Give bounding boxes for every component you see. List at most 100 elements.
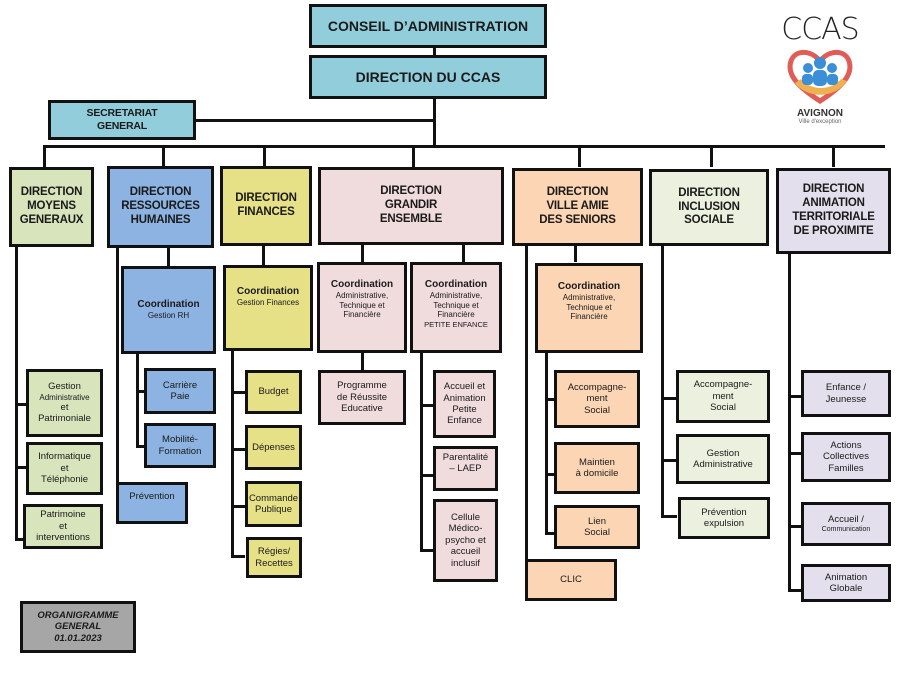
secretariat-general-label: SECRETARIAT GENERAL	[86, 107, 158, 132]
connector	[15, 245, 18, 540]
direction-ccas-box[interactable]: DIRECTION DU CCAS	[309, 55, 547, 99]
connector	[578, 145, 581, 167]
service-lien-social[interactable]: Lien Social	[554, 505, 640, 549]
connector	[162, 145, 165, 167]
service-label: Mobilité- Formation	[158, 434, 202, 457]
service-label: Commande Publique	[248, 492, 299, 515]
coordination-title: Coordination	[236, 286, 300, 297]
direction-ville-amie-seniors[interactable]: DIRECTION VILLE AMIE DES SENIORS	[512, 168, 643, 246]
connector	[788, 589, 802, 592]
service-label: Prévention expulsion	[701, 506, 747, 529]
service-clic[interactable]: CLIC	[525, 559, 617, 601]
service-parentalite-laep[interactable]: Parentalité – LAEP	[433, 446, 498, 491]
connector	[545, 352, 548, 534]
service-commande-publique[interactable]: Commande Publique	[245, 481, 302, 527]
connector	[661, 459, 677, 462]
heart-people-icon	[787, 49, 853, 104]
coordination-title: Coordination	[424, 279, 488, 290]
service-gestion-administrative-patrimoniale[interactable]: Gestion Administrative et Patrimoniale	[26, 369, 103, 437]
service-accueil-communication[interactable]: Accueil / Communication	[801, 502, 891, 546]
logo-name: CCAS	[781, 12, 859, 47]
service-label: Régies/ Recettes	[255, 546, 293, 569]
service-label: Programme de Réussite Educative	[336, 380, 388, 415]
service-cellule-medico-psycho[interactable]: Cellule Médico- psycho et accueil inclus…	[433, 499, 498, 582]
service-label: Maintien à domicile	[575, 456, 619, 479]
connector	[420, 351, 423, 551]
coordination-title: Coordination	[557, 281, 621, 292]
connector	[788, 452, 802, 455]
connector	[420, 404, 434, 407]
connector	[661, 397, 677, 400]
coordination-subtitle: Gestion Finances	[236, 298, 300, 307]
service-regies-recettes[interactable]: Régies/ Recettes	[246, 537, 302, 578]
connector	[545, 473, 556, 476]
service-label: et Patrimoniale	[38, 402, 91, 425]
service-budget[interactable]: Budget	[245, 370, 302, 414]
service-programme-reussite-educative[interactable]: Programme de Réussite Educative	[318, 370, 406, 425]
connector	[433, 97, 436, 147]
service-maintien-domicile[interactable]: Maintien à domicile	[554, 442, 640, 494]
service-label: Actions Collectives Familles	[823, 439, 869, 474]
coordination-subtitle: Administrative, Technique et Financière	[335, 291, 389, 320]
direction-finances[interactable]: DIRECTION FINANCES	[220, 166, 312, 246]
coordination-seniors[interactable]: Coordination Administrative, Technique e…	[535, 263, 643, 353]
connector	[15, 466, 27, 469]
conseil-administration-box[interactable]: CONSEIL D’ADMINISTRATION	[309, 4, 547, 48]
service-enfance-jeunesse[interactable]: Enfance / Jeunesse	[801, 370, 891, 417]
service-animation-globale[interactable]: Animation Globale	[801, 564, 891, 602]
direction-seniors-title: DIRECTION VILLE AMIE DES SENIORS	[539, 186, 616, 226]
service-accompagnement-social-seniors[interactable]: Accompagne- ment Social	[554, 370, 640, 428]
connector	[433, 47, 436, 57]
secretariat-general-box[interactable]: SECRETARIAT GENERAL	[48, 100, 196, 140]
connector	[788, 395, 802, 398]
connector	[136, 445, 145, 448]
service-prevention-rh[interactable]: Prévention	[116, 482, 188, 524]
service-label: Gestion	[48, 381, 81, 393]
logo-tagline: Ville d'exception	[798, 119, 842, 125]
connector	[231, 448, 245, 451]
connector	[412, 145, 415, 167]
direction-inclusion-sociale[interactable]: DIRECTION INCLUSION SOCIALE	[649, 169, 769, 246]
service-label: Patrimoine et interventions	[36, 509, 90, 544]
connector	[462, 243, 465, 263]
connector	[196, 119, 436, 122]
service-accueil-animation-petite-enfance[interactable]: Accueil et Animation Petite Enfance	[433, 370, 496, 438]
connector	[116, 248, 119, 490]
service-depenses[interactable]: Dépenses	[245, 425, 302, 470]
coordination-gestion-finances[interactable]: Coordination Gestion Finances	[223, 265, 313, 351]
service-label: CLIC	[560, 574, 582, 586]
coordination-title: Coordination	[330, 279, 394, 290]
connector	[832, 145, 835, 167]
service-gestion-administrative[interactable]: Gestion Administrative	[676, 434, 770, 484]
service-patrimoine-interventions[interactable]: Patrimoine et interventions	[23, 504, 103, 549]
connector	[525, 245, 528, 570]
organigramme-date-label: ORGANIGRAMME GENERAL 01.01.2023	[20, 601, 136, 653]
direction-grandir-ensemble[interactable]: DIRECTION GRANDIR ENSEMBLE	[318, 167, 504, 245]
service-label: Lien Social	[584, 515, 610, 538]
direction-moyens-generaux-title: DIRECTION MOYENS GENERAUX	[19, 186, 84, 226]
service-label: Accueil /	[828, 514, 864, 526]
direction-animation-territoriale[interactable]: DIRECTION ANIMATION TERRITORIALE DE PROX…	[776, 168, 891, 254]
connector	[420, 474, 434, 477]
coordination-gestion-rh[interactable]: Coordination Gestion RH	[121, 266, 216, 354]
direction-animation-title: DIRECTION ANIMATION TERRITORIALE DE PROX…	[792, 183, 875, 237]
service-mobilite-formation[interactable]: Mobilité- Formation	[144, 423, 216, 468]
connector	[788, 253, 791, 591]
direction-grandir-ensemble-title: DIRECTION GRANDIR ENSEMBLE	[379, 185, 443, 225]
connector	[15, 538, 27, 541]
service-actions-collectives-familles[interactable]: Actions Collectives Familles	[801, 432, 891, 482]
coordination-grandir-ensemble[interactable]: Coordination Administrative, Technique e…	[317, 262, 407, 353]
service-accompagnement-social-inclusion[interactable]: Accompagne- ment Social	[676, 370, 770, 423]
connector	[136, 352, 139, 447]
organigramme-date-text: ORGANIGRAMME GENERAL 01.01.2023	[37, 609, 119, 644]
direction-moyens-generaux[interactable]: DIRECTION MOYENS GENERAUX	[9, 167, 94, 247]
coordination-petite-enfance[interactable]: Coordination Administrative, Technique e…	[410, 262, 502, 353]
service-label: Accompagne- ment Social	[693, 379, 753, 414]
coordination-subtitle: Administrative, Technique et Financière	[562, 293, 616, 322]
service-carriere-paie[interactable]: Carrière Paie	[144, 368, 216, 414]
coordination-title: Coordination	[137, 299, 200, 311]
connector	[788, 525, 802, 528]
service-prevention-expulsion[interactable]: Prévention expulsion	[678, 497, 770, 539]
direction-ressources-humaines[interactable]: DIRECTION RESSOURCES HUMAINES	[107, 166, 214, 248]
service-informatique-telephonie[interactable]: Informatique et Téléphonie	[26, 442, 103, 495]
